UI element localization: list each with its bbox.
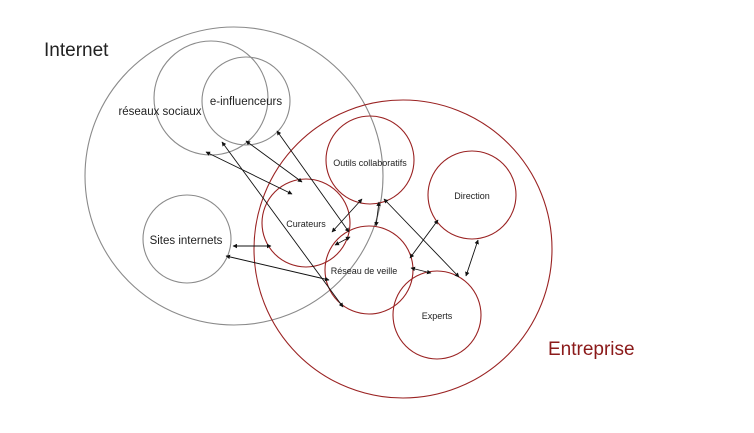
internet-label: Internet [44, 40, 109, 61]
arrow-sites-reseau [225, 254, 330, 282]
arrow-curateurs-reseau [334, 236, 351, 246]
direction-circle [427, 150, 517, 240]
arrow-direction-experts [465, 239, 479, 277]
outils-collaboratifs-label: Outils collaboratifs [333, 158, 407, 168]
arrows [205, 130, 479, 308]
arrow-outils-reseau [374, 201, 381, 227]
entreprise-circle [253, 99, 553, 399]
direction-label: Direction [454, 191, 490, 201]
reseau-de-veille-label: Réseau de veille [331, 266, 398, 276]
curateurs-label: Curateurs [286, 219, 326, 229]
internet-circle [84, 26, 384, 326]
arrow-reseaux-sociaux-curateurs [205, 151, 293, 195]
arrow-influenceurs-reseau [276, 130, 350, 233]
experts-label: Experts [422, 311, 453, 321]
arrow-reseau-direction [409, 219, 439, 259]
reseaux-sociaux-label: réseaux sociaux [118, 106, 201, 118]
arrow-curateurs-outils [331, 198, 363, 233]
arrow-reseau-experts [410, 266, 432, 275]
e-influenceurs-label: e-influenceurs [210, 96, 282, 108]
entreprise-label: Entreprise [548, 339, 635, 360]
sites-internets-label: Sites internets [150, 235, 223, 247]
